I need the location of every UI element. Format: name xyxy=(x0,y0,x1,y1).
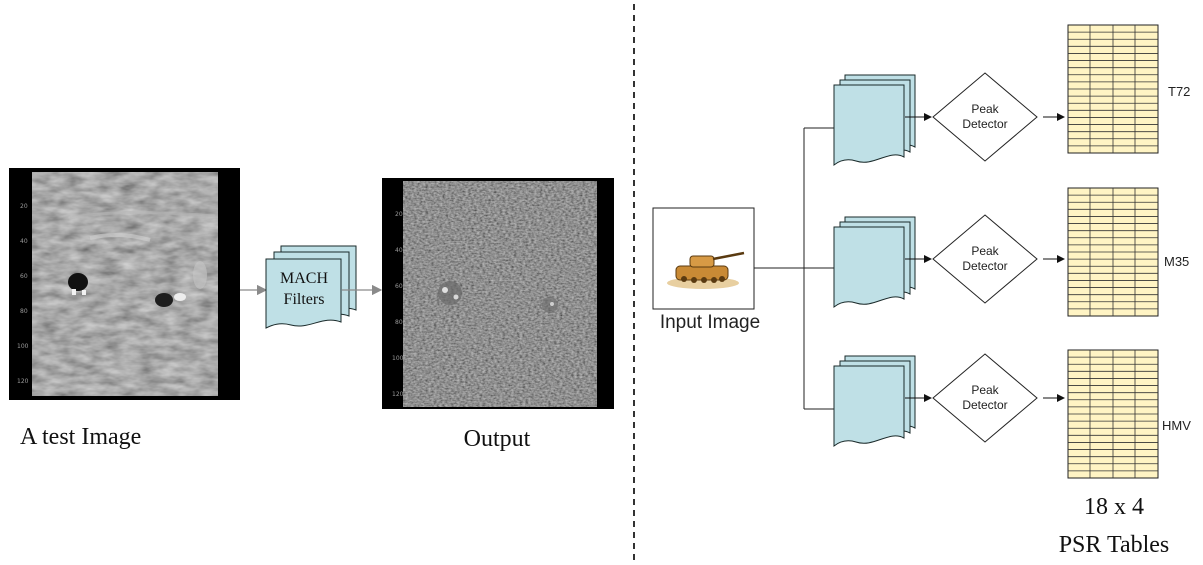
tick-label: 40 xyxy=(20,238,28,245)
peak-detector-diamond xyxy=(932,72,1038,162)
test-image-caption: A test Image xyxy=(20,424,141,450)
peak-detector-label: Peak xyxy=(971,244,999,258)
class-label-t72: T72 xyxy=(1168,84,1190,99)
tick-label: 40 xyxy=(395,247,403,254)
tick-label: 80 xyxy=(395,319,403,326)
class-label-hmv: HMV xyxy=(1162,418,1191,433)
output-image xyxy=(382,178,614,409)
filter-sheet xyxy=(833,84,905,167)
filter-sheet xyxy=(833,226,905,309)
tick-label: 60 xyxy=(20,273,28,280)
tick-label: 20 xyxy=(395,211,403,218)
peak-detector-label: Detector xyxy=(962,117,1007,131)
tick-label: 20 xyxy=(20,203,28,210)
test-image xyxy=(9,168,240,400)
mach-filters-label: Filters xyxy=(284,291,325,308)
peak-detector-label: Detector xyxy=(962,398,1007,412)
tick-label: 100 xyxy=(17,343,29,350)
filter-sheet xyxy=(833,365,905,448)
mach-filters-label: MACH xyxy=(280,270,328,287)
psr-tables-caption: 18 x 4 xyxy=(1084,494,1144,520)
output-caption: Output xyxy=(464,426,531,452)
branch-connectors xyxy=(754,127,834,410)
psr-tables-caption: PSR Tables xyxy=(1059,532,1170,558)
input-image-caption: Input Image xyxy=(660,312,760,333)
peak-detector-label: Peak xyxy=(971,383,999,397)
tick-label: 100 xyxy=(392,355,404,362)
peak-detector-diamond xyxy=(932,214,1038,304)
peak-detector-label: Detector xyxy=(962,259,1007,273)
input-image xyxy=(652,207,755,310)
tick-label: 60 xyxy=(395,283,403,290)
test-image-y-ticks: 20 40 60 80 100 120 xyxy=(17,203,29,385)
tick-label: 120 xyxy=(17,378,29,385)
peak-detector-label: Peak xyxy=(971,102,999,116)
output-y-ticks: 20 40 60 80 100 120 xyxy=(392,211,404,398)
tick-label: 120 xyxy=(392,391,404,398)
mach-filters-stack xyxy=(265,245,357,329)
tick-label: 80 xyxy=(20,308,28,315)
class-label-m35: M35 xyxy=(1164,254,1189,269)
peak-detector-diamond xyxy=(932,353,1038,443)
